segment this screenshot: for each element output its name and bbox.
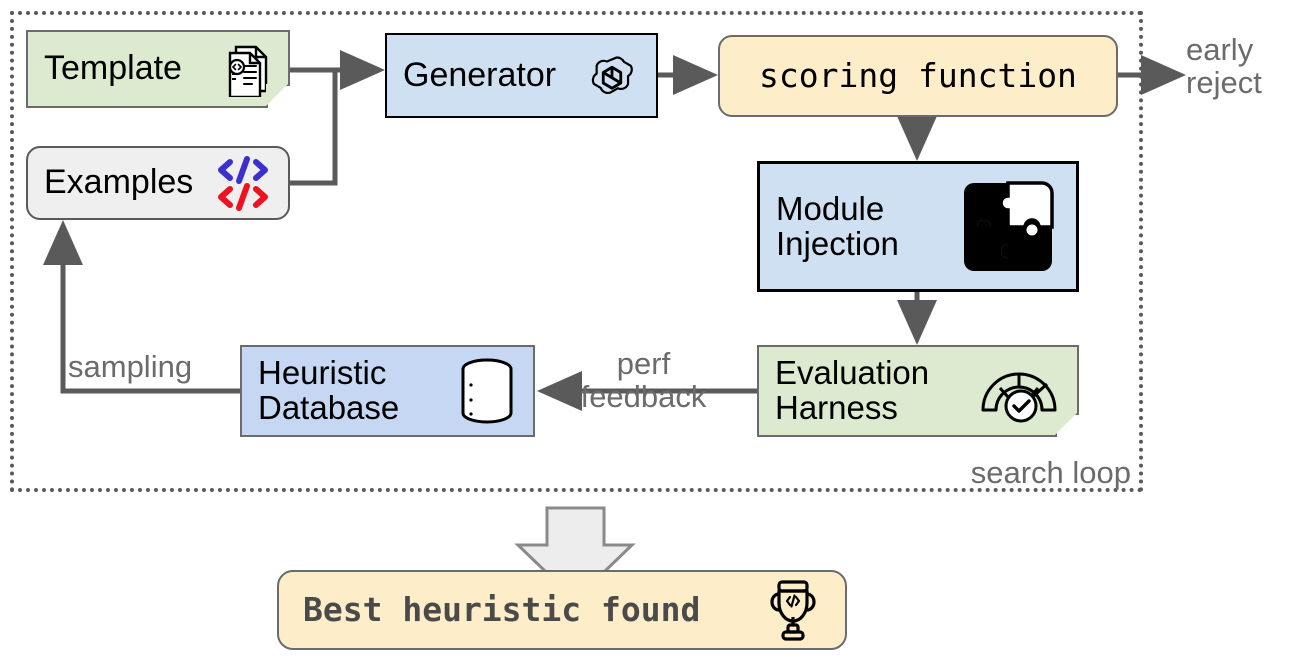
node-heuristic-database[interactable]: Heuristic Database	[240, 345, 535, 437]
label-sampling: sampling	[68, 349, 193, 384]
node-evaluation-harness[interactable]: Evaluation Harness	[757, 345, 1079, 437]
node-evaluation-harness-label: Evaluation Harness	[775, 354, 930, 426]
openai-logo-icon	[584, 48, 640, 104]
document-code-icon	[224, 41, 272, 97]
node-heuristic-database-label: Heuristic Database	[258, 354, 400, 426]
node-module-injection-label: Module Injection	[776, 189, 899, 262]
node-template[interactable]: Template	[26, 30, 290, 108]
gauge-check-icon	[977, 358, 1061, 424]
node-template-label: Template	[44, 49, 182, 88]
code-brackets-icon	[214, 152, 272, 214]
node-scoring-function[interactable]: scoring function	[718, 35, 1118, 117]
page-fold-corner	[266, 84, 290, 108]
edge-heuristic-to-examples	[43, 219, 240, 394]
puzzle-pieces-icon	[956, 175, 1060, 279]
node-generator[interactable]: Generator	[385, 33, 658, 118]
label-early-reject: early reject	[1186, 32, 1262, 101]
node-best-heuristic-found[interactable]: Best heuristic found	[277, 570, 847, 650]
search-loop-container	[10, 11, 1143, 492]
trophy-code-icon	[765, 578, 821, 642]
node-examples-label: Examples	[44, 163, 194, 202]
search-loop-label: search loop	[970, 455, 1131, 490]
database-icon	[457, 356, 517, 426]
node-examples[interactable]: Examples	[26, 146, 290, 220]
label-perf-feedback: perf feedback	[580, 346, 707, 415]
node-best-heuristic-found-label: Best heuristic found	[303, 589, 701, 629]
node-generator-label: Generator	[403, 55, 557, 94]
page-fold-corner	[1055, 413, 1079, 437]
node-scoring-function-label: scoring function	[759, 55, 1077, 95]
node-module-injection[interactable]: Module Injection	[757, 161, 1079, 292]
